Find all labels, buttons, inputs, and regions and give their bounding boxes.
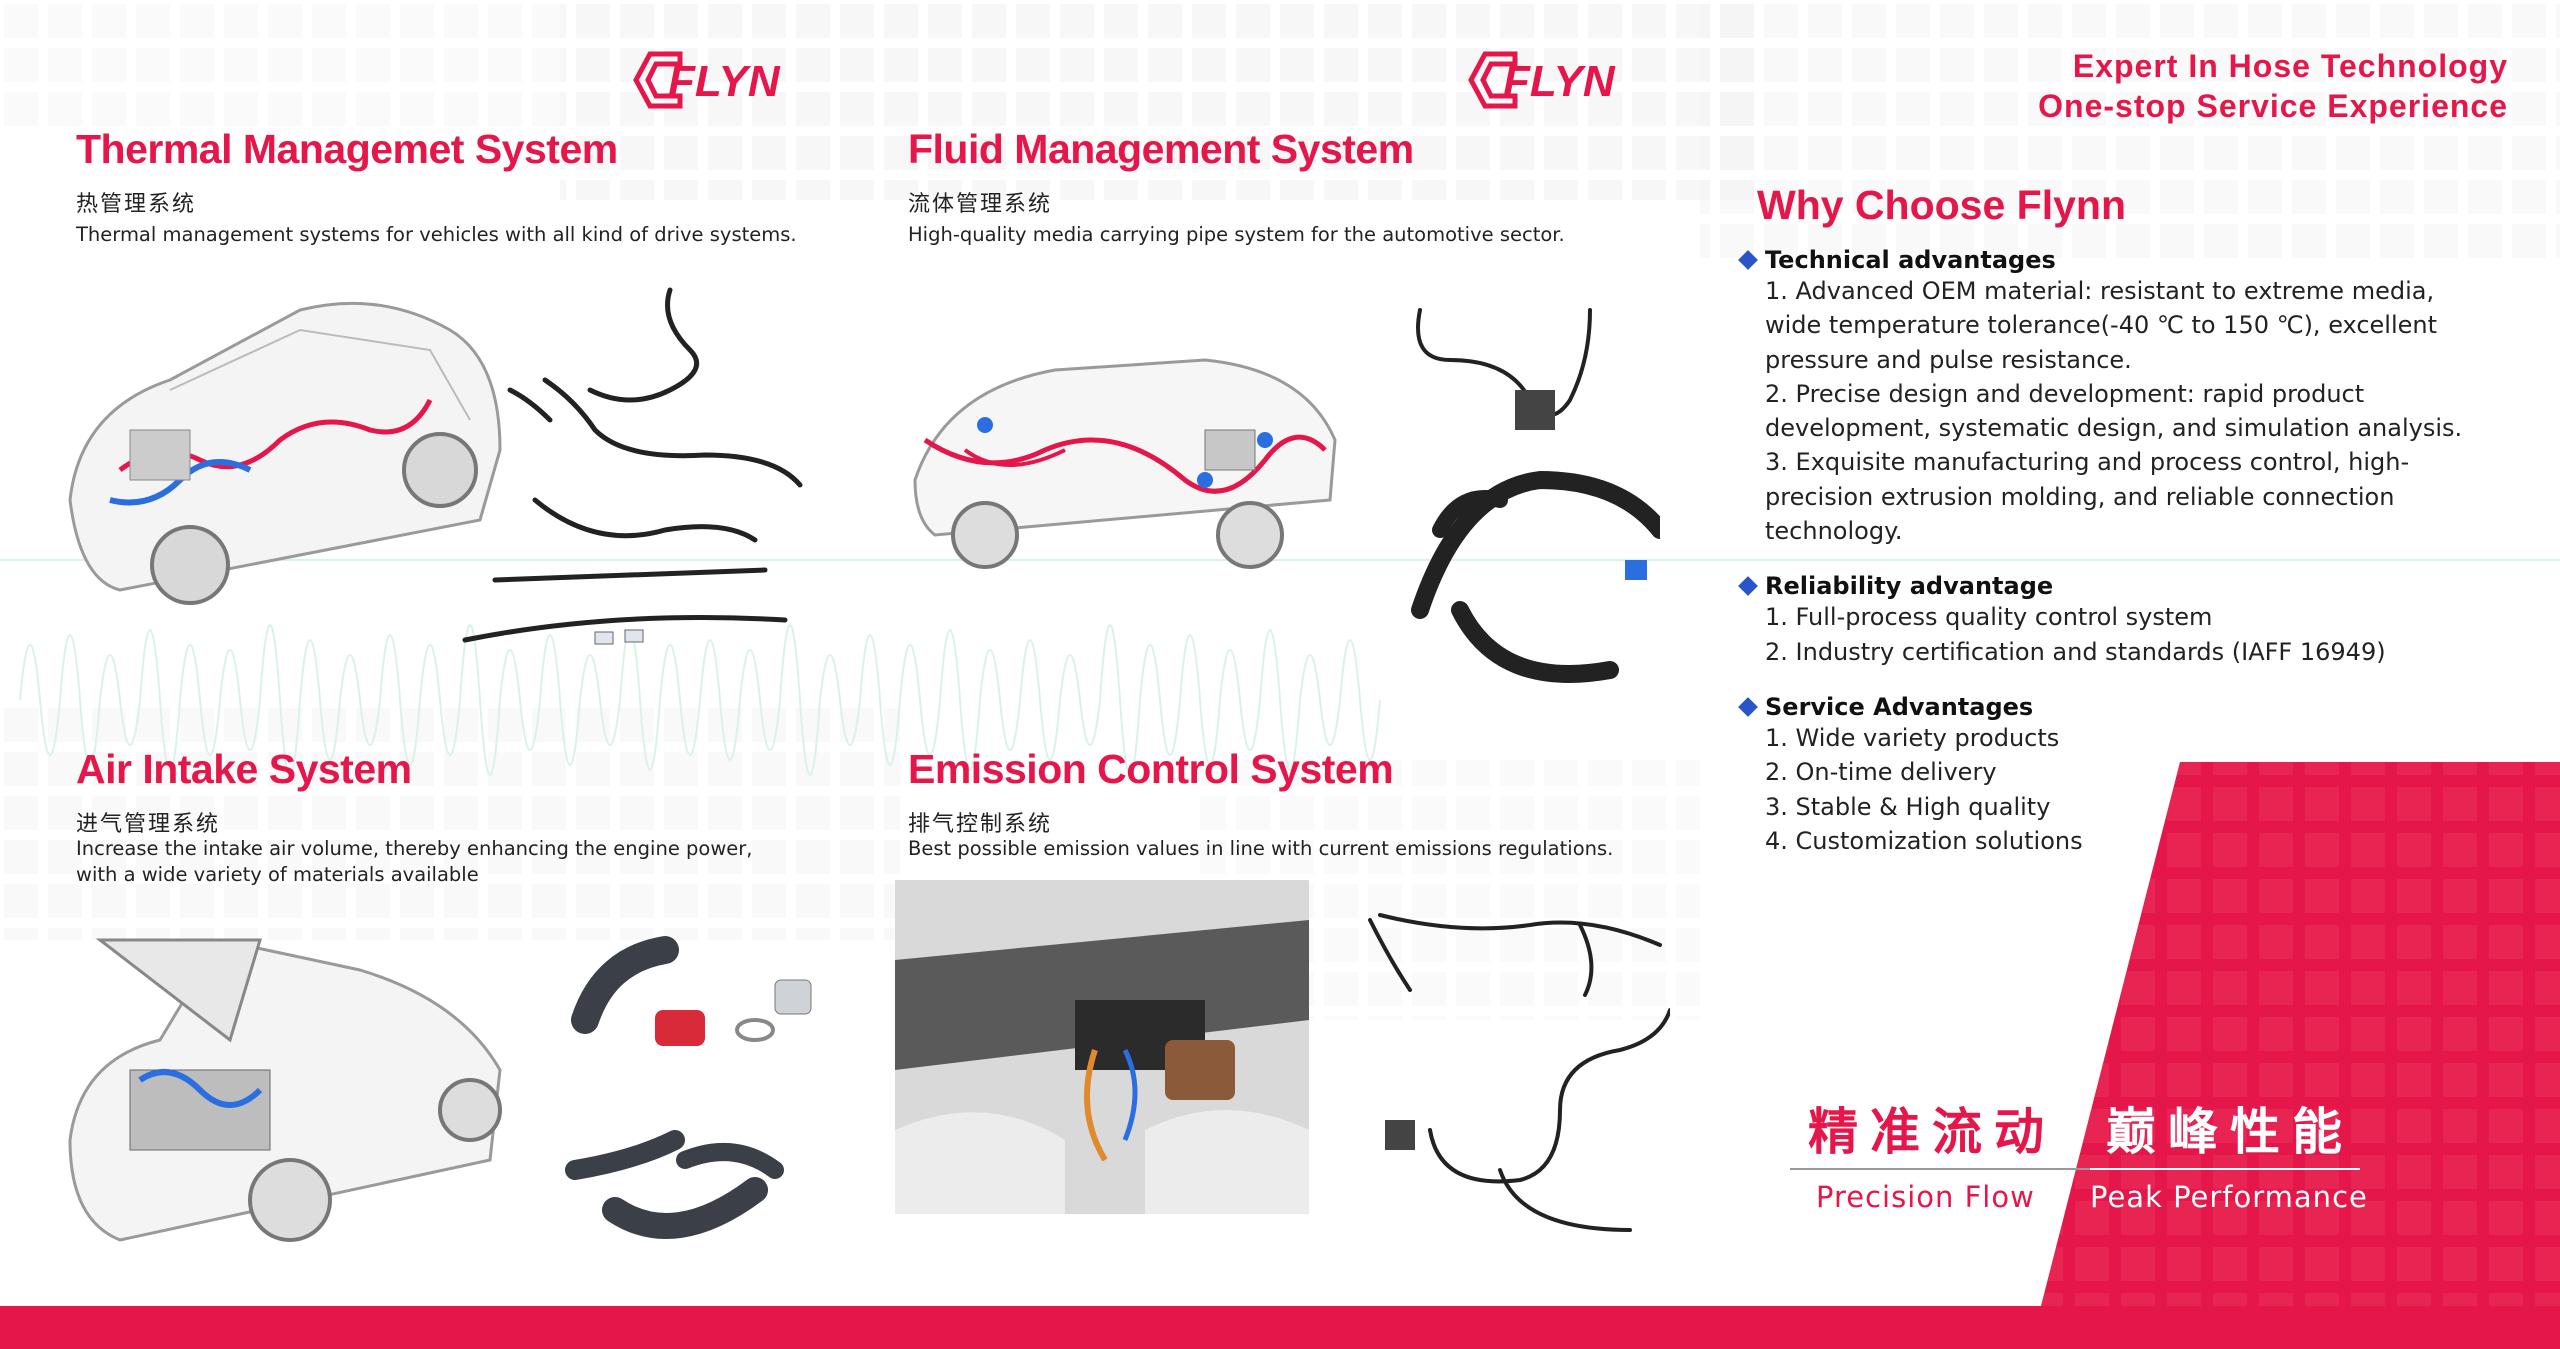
tagline-cn-right: 巅峰性能 — [2106, 1103, 2354, 1161]
list-item: pressure and pulse resistance. — [1765, 345, 2132, 374]
emission-title-cn: 排气控制系统 — [908, 812, 1053, 837]
logo-text: FLYN — [1503, 57, 1616, 106]
fluid-hose-set — [1400, 280, 1669, 700]
group-lines: 1. Wide variety products 2. On-time deli… — [1737, 721, 2462, 858]
tagline: 精准流动 巅峰性能 Precision Flow Peak Performanc… — [1790, 1092, 2370, 1222]
list-item: development, systematic design, and simu… — [1765, 414, 2463, 443]
group-heading-text: Technical advantages — [1765, 246, 2056, 274]
group-technical: Technical advantages 1. Advanced OEM mat… — [1737, 246, 2462, 548]
air-desc: Increase the intake air volume, thereby … — [76, 836, 752, 888]
emission-interior-illustration — [895, 880, 1309, 1214]
list-item: precision extrusion molding, and reliabl… — [1765, 482, 2395, 511]
thermal-title-cn: 热管理系统 — [76, 192, 197, 217]
tagline-divider — [1790, 1168, 2090, 1170]
list-item: 4. Customization solutions — [1765, 826, 2083, 855]
emission-desc: Best possible emission values in line wi… — [908, 837, 1614, 860]
thermal-desc: Thermal management systems for vehicles … — [76, 223, 797, 246]
why-groups: Technical advantages 1. Advanced OEM mat… — [1737, 246, 2462, 858]
logo-text: FLYN — [668, 57, 781, 106]
group-service: Service Advantages 1. Wide variety produ… — [1737, 693, 2462, 858]
list-item: wide temperature tolerance(-40 ℃ to 150 … — [1765, 311, 2437, 340]
list-item: 1. Advanced OEM material: resistant to e… — [1765, 277, 2435, 305]
emission-title: Emission Control System — [908, 746, 1394, 792]
fluid-title: Fluid Management System — [908, 126, 1414, 172]
slogan-line2: One-stop Service Experience — [2038, 88, 2508, 124]
group-lines: 1. Advanced OEM material: resistant to e… — [1737, 274, 2462, 548]
list-item: 2. On-time delivery — [1765, 758, 1997, 787]
group-heading-text: Service Advantages — [1765, 692, 2034, 721]
air-desc-line2: with a wide variety of materials availab… — [76, 863, 479, 886]
group-heading: Service Advantages — [1737, 693, 2462, 721]
flyn-logo-right: FLYN — [1463, 50, 1633, 110]
list-item: 2. Industry certification and standards … — [1765, 637, 2386, 666]
air-title: Air Intake System — [76, 746, 412, 792]
air-title-cn: 进气管理系统 — [76, 812, 221, 837]
flyn-logo-icon: FLYN — [633, 51, 781, 109]
fluid-title-cn: 流体管理系统 — [908, 192, 1053, 217]
list-item: 3. Stable & High quality — [1765, 792, 2051, 821]
list-item: 1. Full-process quality control system — [1765, 603, 2213, 632]
list-item: 3. Exquisite manufacturing and process c… — [1765, 448, 2410, 477]
group-heading: Reliability advantage — [1737, 572, 2462, 600]
why-title: Why Choose Flynn — [1757, 182, 2126, 228]
air-hose-set — [555, 920, 875, 1280]
thermal-car-illustration — [50, 270, 510, 610]
list-item: technology. — [1765, 517, 1903, 546]
diamond-bullet-icon — [1738, 576, 1758, 597]
group-lines: 1. Full-process quality control system 2… — [1737, 600, 2462, 669]
list-item: 1. Wide variety products — [1765, 723, 2060, 752]
flyn-logo-left: FLYN — [628, 50, 798, 110]
fluid-desc: High-quality media carrying pipe system … — [908, 223, 1565, 246]
fluid-car-illustration — [905, 330, 1345, 590]
group-heading: Technical advantages — [1737, 246, 2462, 274]
tagline-divider-right — [2090, 1168, 2360, 1170]
group-reliability: Reliability advantage 1. Full-process qu… — [1737, 572, 2462, 669]
group-heading-text: Reliability advantage — [1765, 572, 2054, 601]
flyn-logo-icon: FLYN — [1468, 51, 1616, 109]
tagline-en-left: Precision Flow — [1816, 1180, 2035, 1214]
slogan: Expert In Hose Technology One-stop Servi… — [2038, 46, 2508, 126]
emission-hose-set — [1360, 890, 1672, 1240]
list-item: 2. Precise design and development: rapid… — [1765, 379, 2365, 408]
tagline-cn-left: 精准流动 — [1808, 1103, 2056, 1161]
air-car-illustration — [60, 930, 510, 1250]
diamond-bullet-icon — [1738, 250, 1758, 270]
thermal-title: Thermal Managemet System — [76, 126, 618, 172]
air-desc-line1: Increase the intake air volume, thereby … — [76, 837, 753, 860]
diamond-bullet-icon — [1738, 697, 1758, 717]
tagline-en-right: Peak Performance — [2090, 1180, 2368, 1214]
thermal-hose-set — [455, 270, 825, 660]
slogan-line1: Expert In Hose Technology — [2072, 48, 2508, 84]
